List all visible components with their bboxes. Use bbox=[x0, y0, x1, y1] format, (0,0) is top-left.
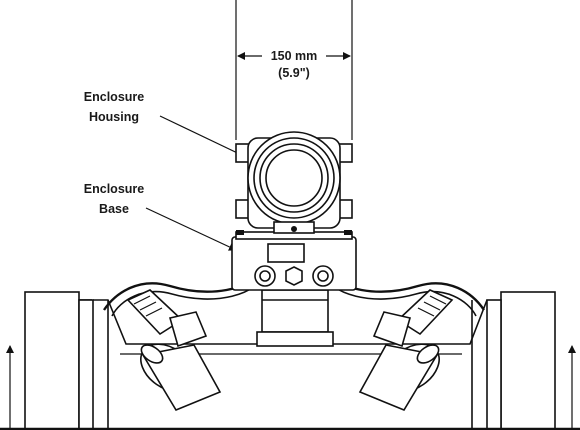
enclosure-housing bbox=[235, 131, 353, 234]
clearance-lines bbox=[235, 0, 353, 140]
dimension-mm: 150 mm bbox=[271, 49, 318, 63]
mounting-pedestal bbox=[256, 289, 334, 347]
dimension-inches: (5.9") bbox=[278, 66, 310, 80]
base-leader-arrow bbox=[145, 207, 237, 251]
left-transducer bbox=[126, 289, 222, 412]
enclosure-base-label-line1: Enclosure bbox=[84, 182, 144, 196]
enclosure-base bbox=[231, 230, 357, 291]
enclosure-housing-label-line1: Enclosure bbox=[84, 90, 144, 104]
flow-arrows bbox=[6, 345, 576, 430]
enclosure-base-label-line2: Base bbox=[99, 202, 129, 216]
housing-leader-arrow bbox=[159, 115, 251, 160]
right-transducer bbox=[358, 289, 454, 412]
pipe-body bbox=[0, 291, 580, 430]
enclosure-housing-label-line2: Housing bbox=[89, 110, 139, 124]
